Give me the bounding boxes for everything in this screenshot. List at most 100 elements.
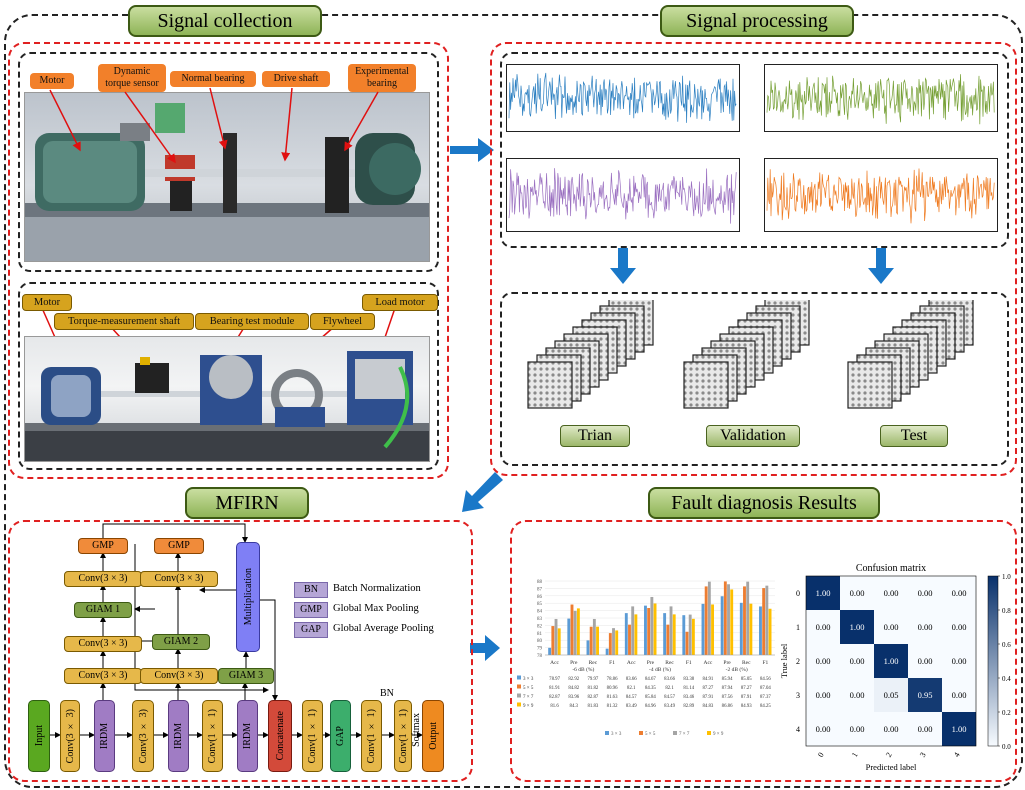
cm-cell-value: 0.00: [850, 690, 865, 700]
cm-colorbar-label: 0.2: [1002, 709, 1011, 717]
table-series-name: 7 × 7: [523, 695, 534, 700]
table-cell: 82.87: [588, 695, 599, 700]
cm-cell-value: 0.00: [918, 656, 933, 666]
table-cell: 84.83: [703, 704, 714, 709]
label-bearing-test-module: Bearing test module: [195, 313, 309, 330]
table-cell: 87.56: [722, 695, 733, 700]
table-legend-swatch: [517, 675, 521, 680]
table-cell: 85.84: [645, 695, 656, 700]
validation-label: Validation: [706, 425, 800, 447]
bar: [746, 581, 750, 655]
cm-cell: [942, 576, 976, 610]
rig1-photo: [24, 92, 430, 262]
label-load-motor: Load motor: [362, 294, 438, 311]
bar-y-tick: 85: [537, 602, 543, 607]
label-torque-measurement-shaft: Torque-measurement shaft: [54, 313, 194, 330]
cm-cell: [806, 576, 840, 610]
bar: [739, 602, 743, 655]
legend-gmp-swatch: GMP: [294, 602, 328, 618]
cm-x-tick: 3: [918, 751, 928, 759]
bar-x-tick: Pre: [723, 660, 731, 666]
bar-x-tick: Acc: [550, 660, 559, 666]
cm-colorbar-label: 0.4: [1002, 675, 1011, 683]
table-cell: 87.37: [760, 695, 771, 700]
conv3-label-2: Conv(3 × 3): [137, 708, 149, 764]
table-cell: 78.97: [549, 677, 560, 682]
legend-swatch: [605, 731, 609, 735]
table-cell: 83.66: [664, 677, 675, 682]
table-cell: 84.35: [645, 686, 656, 691]
bn-text: BN: [380, 688, 394, 699]
label-normal-bearing: Normal bearing: [170, 71, 256, 87]
table-cell: 82.92: [568, 677, 579, 682]
bar: [650, 596, 654, 655]
cm-cell: [908, 610, 942, 644]
bar-y-tick: 87: [537, 587, 543, 592]
table-cell: 84.82: [568, 686, 579, 691]
bar-x-tick: F1: [763, 660, 769, 666]
results-panel: [510, 520, 1017, 782]
table-cell: 81.6: [550, 704, 559, 709]
cm-cell-value: 0.00: [816, 656, 831, 666]
table-cell: 86.86: [722, 704, 733, 709]
bar: [608, 633, 612, 655]
bar: [612, 628, 615, 655]
bar-x-tick: Acc: [627, 660, 636, 666]
bar: [682, 615, 686, 655]
cm-colorbar-label: 0.0: [1002, 743, 1011, 751]
legend-gap-text: Global Average Pooling: [333, 623, 434, 634]
table-cell: 82.87: [549, 695, 560, 700]
rig2-illustration: [25, 351, 429, 461]
table-cell: 87.27: [703, 686, 714, 691]
cm-cell-value: 0.00: [918, 622, 933, 632]
output-label: Output: [427, 722, 439, 750]
gmp-block-2: GMP: [154, 538, 204, 554]
bar: [570, 604, 574, 655]
label-experimental-bearing: Experimental bearing: [348, 64, 416, 92]
cm-cell: [840, 644, 874, 678]
mfirn-panel: [8, 520, 473, 782]
cm-x-tick: 4: [952, 751, 962, 759]
dataset-stacks: [527, 300, 974, 409]
bar: [765, 585, 769, 655]
cm-cell-value: 0.00: [884, 622, 899, 632]
conv1-block-1: Conv(1 × 1): [202, 700, 223, 772]
bar-y-tick: 82: [537, 624, 543, 629]
bar-y-tick: 79: [537, 647, 543, 652]
bar: [586, 640, 590, 655]
bar-x-tick: F1: [609, 660, 615, 666]
cm-cell-value: 0.00: [884, 588, 899, 598]
bar: [707, 581, 711, 655]
bar-x-tick: Rec: [665, 660, 674, 666]
bar-group-label: -4 dB (%): [649, 666, 671, 673]
cm-x-tick: 0: [816, 751, 826, 759]
legend-swatch: [673, 731, 677, 735]
legend-label: 5 × 5: [645, 732, 656, 737]
bar: [653, 603, 657, 655]
bar: [576, 608, 580, 655]
conv3-block-e: Conv(3 × 3): [140, 668, 218, 684]
table-cell: 87.91: [741, 695, 752, 700]
cm-cell: [942, 644, 976, 678]
cm-cell: [874, 644, 908, 678]
bar: [647, 608, 651, 655]
sample-sheet: [527, 361, 573, 409]
cm-y-tick: 3: [796, 691, 800, 700]
cm-cell: [840, 576, 874, 610]
irdm-label-3: IRDM: [242, 722, 253, 750]
legend-gmp-text: Global Max Pooling: [333, 603, 419, 614]
label-drive-shaft: Drive shaft: [262, 71, 330, 87]
cm-cell: [908, 712, 942, 746]
mfirn-title: MFIRN: [185, 487, 309, 519]
cm-y-tick: 2: [796, 657, 800, 666]
bar: [548, 647, 552, 655]
train-label: Trian: [560, 425, 630, 447]
legend-label: 3 × 3: [611, 732, 622, 737]
cm-cell-value: 0.00: [884, 724, 899, 734]
bar: [551, 626, 555, 655]
legend-swatch: [639, 731, 643, 735]
bar: [743, 586, 746, 655]
legend-bn-text: Batch Normalization: [333, 583, 421, 594]
